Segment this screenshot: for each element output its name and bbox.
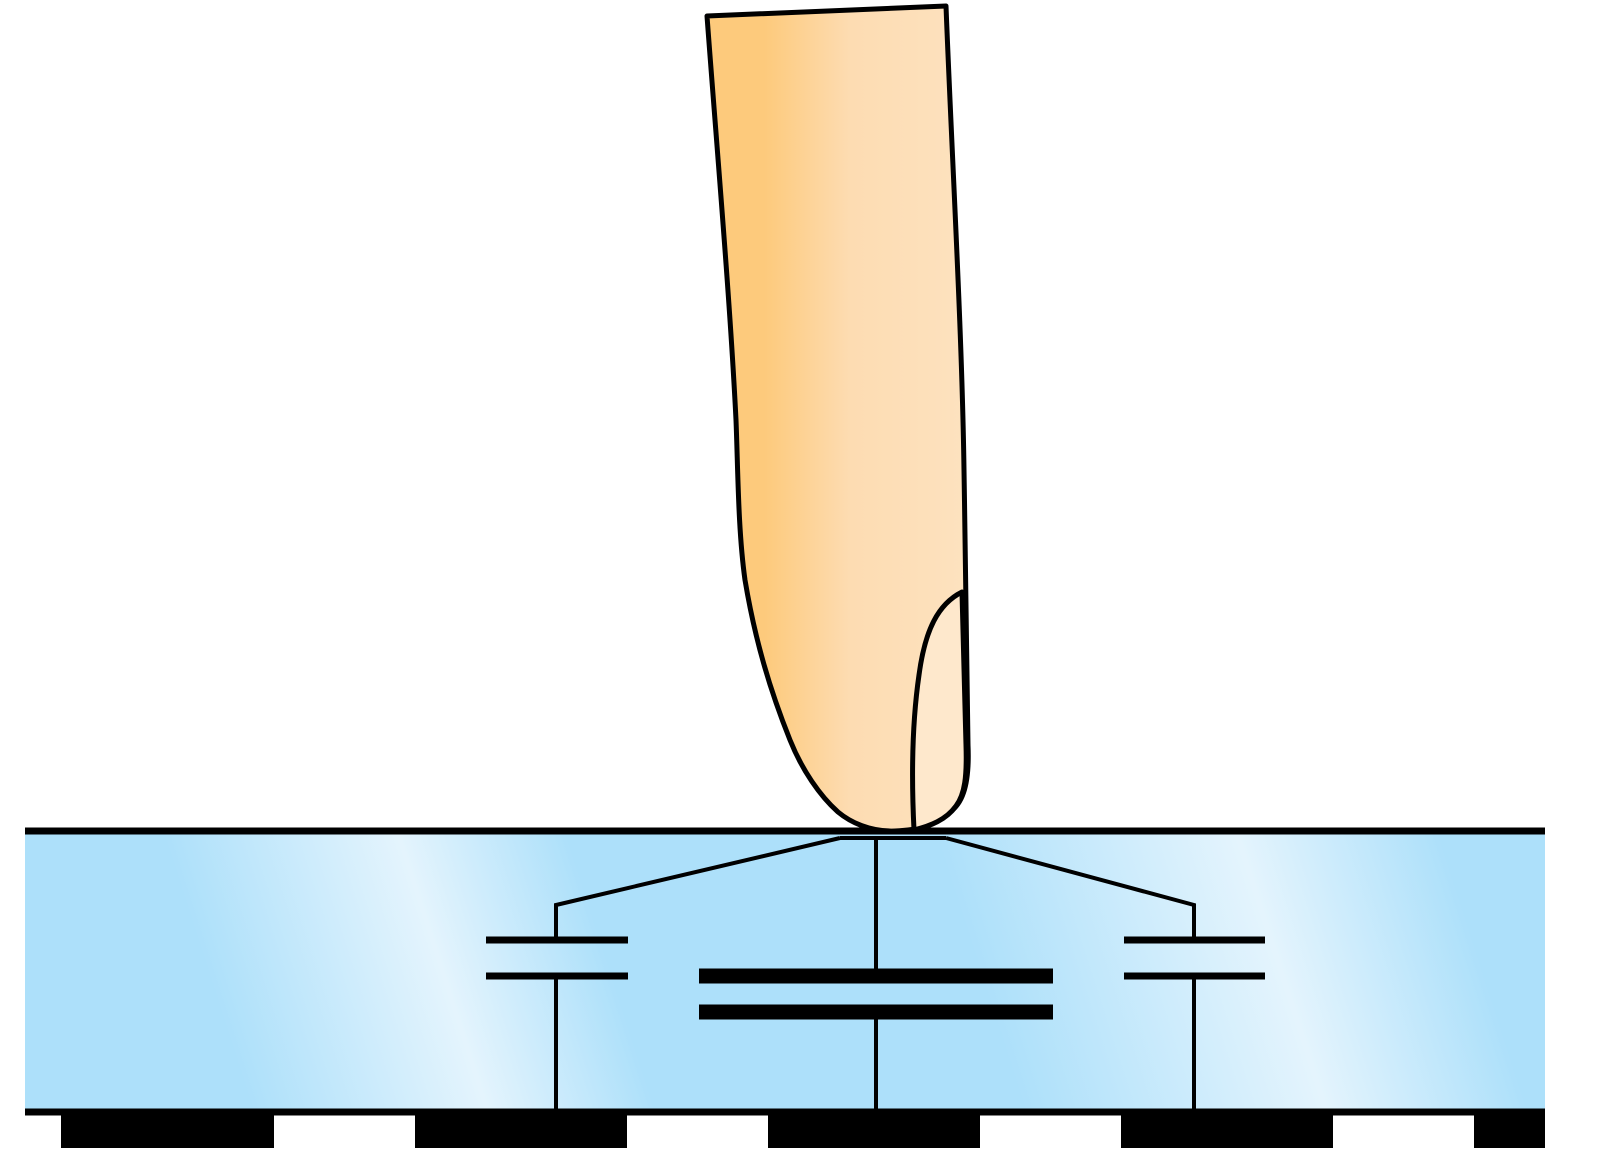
electrode-5 xyxy=(1474,1112,1545,1148)
electrode-2 xyxy=(415,1112,627,1148)
finger-illustration xyxy=(704,3,971,834)
capacitor-network xyxy=(486,836,1265,1112)
electrode-1 xyxy=(61,1112,274,1148)
electrode-3 xyxy=(768,1112,980,1148)
fingernail xyxy=(910,589,969,833)
electrode-row xyxy=(61,1112,1545,1148)
electrode-4 xyxy=(1121,1112,1333,1148)
finger-body xyxy=(704,3,971,834)
wire-right-top xyxy=(945,836,1196,940)
wire-left-top xyxy=(554,836,841,940)
